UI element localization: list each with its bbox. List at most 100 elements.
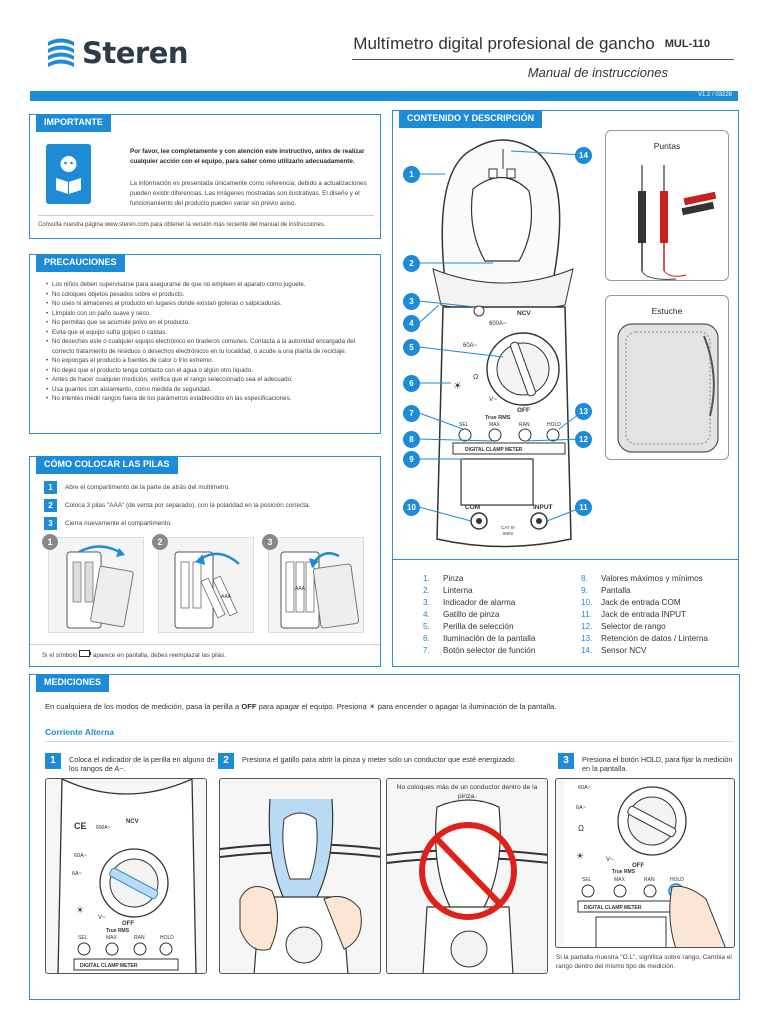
battery-step-illustration: AAA [158, 537, 254, 633]
range-label: 60A~ [463, 343, 478, 349]
puntas-title: Puntas [653, 141, 681, 151]
document-title-text: Multímetro digital profesional de gancho [353, 34, 655, 53]
ncv-label: NCV [517, 310, 531, 317]
pilas-step: 2 Coloca 3 pilas "AAA" (de venta por sep… [44, 499, 374, 512]
precauciones-panel: PRECAUCIONES Los niños deben supervisars… [29, 254, 381, 434]
callout-3: 3 [403, 293, 420, 310]
true-rms-label: True RMS [485, 415, 511, 421]
ncv-label: NCV [126, 819, 139, 825]
legend-item: 11.Jack de entrada INPUT [581, 610, 687, 619]
importante-panel: IMPORTANTE Por favor, lee completamente … [29, 114, 381, 239]
max-label: MAX [489, 422, 501, 428]
range-label: 6A~ [576, 805, 586, 811]
list-item: No intentes medir rangos fuera de los pa… [46, 394, 374, 404]
pilas-tab: CÓMO COLOCAR LAS PILAS [36, 456, 178, 474]
importante-tab: IMPORTANTE [36, 114, 111, 132]
list-item: Usa guantes con aislamiento, como medida… [46, 385, 374, 395]
title-divider [352, 59, 734, 60]
hold-label: HOLD [547, 422, 561, 428]
legend-item: 3.Indicador de alarma [423, 598, 516, 607]
legend-item: 7.Botón selector de función [423, 646, 536, 655]
carrying-case-illustration [617, 323, 719, 453]
backlight-icon: ☀ [453, 381, 462, 392]
pilas-step: 3 Cierra nuevamente el compartimento. [44, 517, 374, 530]
precauciones-tab: PRECAUCIONES [36, 254, 125, 272]
warning-text: No coloques más de un conductor dentro d… [396, 784, 538, 800]
range-label: 6A~ [72, 871, 82, 877]
list-item: Antes de hacer cualquier medición, verif… [46, 375, 374, 385]
hold-note: Si la pantalla muestra "O.L", significa … [556, 954, 732, 970]
step-text: Cierra nuevamente el compartimento. [65, 520, 172, 527]
importante-footer: Consulta nuestra página www.steren.com p… [38, 222, 326, 228]
legend-item: 2.Linterna [423, 586, 473, 595]
precauciones-list: Los niños deben supervisarse para asegur… [46, 280, 374, 404]
list-item: No uses ni almacenes el producto en luga… [46, 299, 374, 309]
importante-info: La información es presentada únicamente … [130, 180, 367, 207]
subsection-divider [45, 741, 733, 742]
list-item: Límpialo con un paño suave y seco. [46, 309, 374, 319]
com-label: COM [465, 504, 480, 511]
list-item: Los niños deben supervisarse para asegur… [46, 280, 374, 290]
legend-item: 10.Jack de entrada COM [581, 598, 681, 607]
contenido-tab: CONTENIDO Y DESCRIPCIÓN [399, 110, 543, 128]
contenido-panel: CONTENIDO Y DESCRIPCIÓN 600A~ NCV 60A~ Ω… [392, 110, 739, 667]
sel-label: SEL [582, 877, 592, 883]
callout-14: 14 [575, 147, 592, 164]
step-number: 1 [45, 753, 61, 769]
prohibited-sign-icon [419, 822, 517, 920]
reading-person-icon [46, 144, 91, 204]
pilas-note-before: Si el símbolo [42, 652, 78, 659]
step-number: 3 [558, 753, 574, 769]
illustration-number: 2 [152, 534, 168, 550]
ohm-label: Ω [473, 374, 478, 381]
callout-4: 4 [403, 315, 420, 332]
mediciones-intro: En cualquiera de los modos de medición, … [45, 702, 556, 711]
legend-item: 12.Selector de rango [581, 622, 666, 631]
meter-brand-line: DIGITAL CLAMP METER [584, 905, 642, 911]
backlight-icon: ☀ [576, 851, 584, 861]
pilas-panel: CÓMO COLOCAR LAS PILAS 1 Abre el compart… [29, 456, 381, 667]
battery-step-illustration: AAA [268, 537, 364, 633]
legend-right: 8.Valores máximos y mínimos 9.Pantalla 1… [581, 573, 708, 657]
callout-2: 2 [403, 255, 420, 272]
model-number: MUL-110 [664, 38, 710, 50]
pilas-note-after: aparece en pantalla, debes reemplazar la… [92, 652, 227, 659]
importante-warning: Por favor, lee completamente y con atenc… [130, 148, 365, 165]
callout-7: 7 [403, 405, 420, 422]
step-text: Abre el compartimento de la parte de atr… [65, 484, 231, 491]
off-label: OFF [122, 921, 134, 927]
legend-item: 9.Pantalla [581, 586, 631, 595]
legend-item: 8.Valores máximos y mínimos [581, 574, 703, 583]
ohm-label: Ω [578, 824, 584, 833]
callout-5: 5 [403, 339, 420, 356]
cat-label: CAT III [501, 525, 515, 530]
illustration-number: 3 [262, 534, 278, 550]
version-label: V1.2 / 03228 [697, 92, 732, 98]
step-number: 2 [218, 753, 234, 769]
legend-left: 1.Pinza 2.Linterna 3.Indicador de alarma… [423, 573, 535, 657]
estuche-title: Estuche [651, 306, 683, 316]
volt-label: V~ [98, 915, 106, 921]
estuche-box: Estuche [605, 295, 729, 460]
step-text: Presiona el botón HOLD, para fijar la me… [582, 755, 733, 773]
pilas-step: 1 Abre el compartimento de la parte de a… [44, 481, 374, 494]
sel-label: SEL [78, 935, 88, 941]
document-title: Multímetro digital profesional de gancho… [353, 34, 710, 54]
meter-diagram: 600A~ NCV 60A~ Ω V~ OFF ☀ True RMS SEL M… [393, 129, 609, 669]
clamp-meter-illustration: 600A~ NCV 60A~ Ω V~ OFF ☀ True RMS SEL M… [418, 139, 584, 548]
range-label: 600A~ [96, 825, 111, 831]
ncv-label: 600A~ [489, 321, 507, 327]
mediciones-step: 1 Coloca el indicador de la perilla en a… [45, 753, 215, 773]
intro-text: para encender o apagar la iluminación de… [377, 702, 557, 711]
low-battery-icon [79, 650, 92, 657]
true-rms-label: True RMS [106, 928, 130, 934]
legend-item: 5.Perilla de selección [423, 622, 514, 631]
callout-12: 12 [575, 431, 592, 448]
brand-name: Steren [82, 36, 189, 70]
true-rms-label: True RMS [612, 869, 636, 875]
steren-logo: Steren [44, 36, 189, 70]
off-label: OFF [632, 863, 644, 869]
callout-10: 10 [403, 499, 420, 516]
test-leads-illustration [638, 165, 717, 280]
step-number: 2 [44, 499, 57, 512]
